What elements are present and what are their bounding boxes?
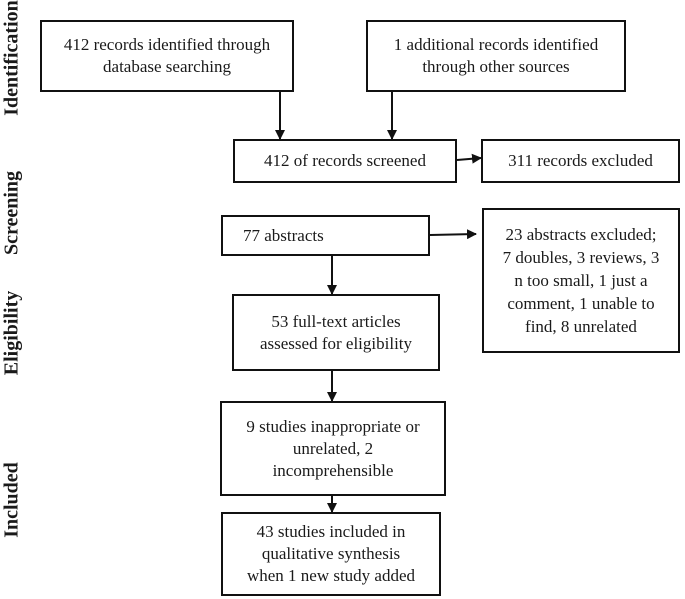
box-abstracts: 77 abstracts [221, 215, 430, 256]
box-studies-inappropriate: 9 studies inappropriate or unrelated, 2 … [220, 401, 446, 496]
box-full-text-articles: 53 full-text articles assessed for eligi… [232, 294, 440, 371]
box-abstracts-excluded: 23 abstracts excluded; 7 doubles, 3 revi… [482, 208, 680, 353]
box-records-screened: 412 of records screened [233, 139, 457, 183]
box-studies-included: 43 studies included in qualitative synth… [221, 512, 441, 596]
box-records-excluded: 311 records excluded [481, 139, 680, 183]
arrow-screened-to-excluded [456, 153, 482, 164]
arrow-abstracts-to-excluded [429, 229, 477, 240]
box-additional-records: 1 additional records identified through … [366, 20, 626, 92]
box-database-records: 412 records identified through database … [40, 20, 294, 92]
